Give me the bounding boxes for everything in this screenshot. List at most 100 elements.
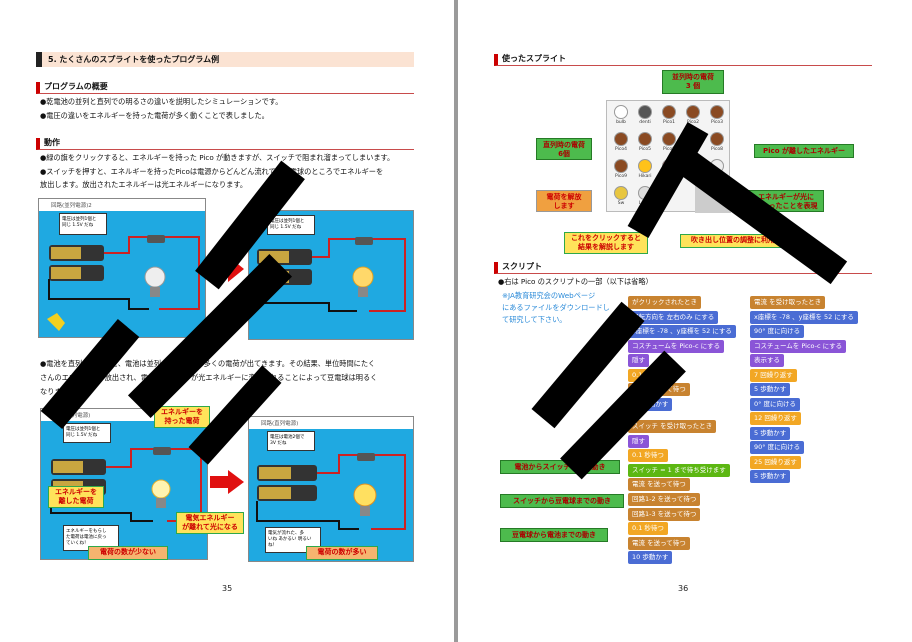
section-title: 5. たくさんのスプライトを使ったプログラム例 (36, 52, 414, 67)
script-block[interactable]: 25 回繰り返す (750, 455, 801, 469)
script-block[interactable]: x座標を -78 、y座標を 52 にする (750, 310, 858, 324)
script-block[interactable]: x座標を -78 、y座標を 52 にする (628, 325, 736, 338)
sprite-thumbnail[interactable]: Pico6 (658, 131, 680, 157)
heading-sprites: 使ったスプライト (494, 54, 872, 66)
script-block[interactable]: 電流 を受け取ったとき (750, 296, 826, 309)
sprite-label: Pico9 (615, 174, 627, 179)
sprite-thumbnail[interactable]: Pico1 (658, 104, 680, 130)
sprite-icon (614, 186, 628, 200)
script-block[interactable]: 回転方向を 左右のみ にする (628, 310, 719, 324)
action-line-2: ●スイッチを押すと、エネルギーを持ったPicoは電源からどんどん流れて、豆電球の… (40, 167, 384, 176)
heading-action: 動作 (36, 138, 414, 150)
script-block[interactable]: 電流 を送って待つ (628, 536, 690, 550)
page-left: 5. たくさんのスプライトを使ったプログラム例 プログラムの概要 ●乾電池の並列… (0, 0, 454, 642)
callout-released-charge: エネルギーを 離した電荷 (48, 486, 104, 508)
sprite-label: Pico1 (663, 120, 675, 125)
arrow-right-icon (210, 470, 244, 494)
page-number: 36 (678, 584, 689, 593)
sprite-label: Pico6 (663, 147, 675, 152)
sprite-icon (614, 132, 628, 146)
sprite-icon (710, 105, 724, 119)
script-block[interactable]: 12 回繰り返す (750, 412, 801, 425)
sprite-thumbnail[interactable]: Pico2 (682, 104, 704, 130)
mid-line-1: ●電池を直列につなぐと、電池は並列つなぎより、多くの電荷が出てきます。その結果、… (40, 359, 376, 368)
script-block[interactable]: スイッチ = 1 まで待ち受けます (628, 463, 730, 477)
heading-script: スクリプト (494, 262, 872, 274)
stage-title: 回路(直列電源) (249, 417, 413, 429)
callout-series-3: 並列時の電荷 3 個 (662, 70, 724, 94)
script-block[interactable]: 0.1 秒待つ (628, 522, 668, 536)
sprite-label: Pico4 (615, 147, 627, 152)
sprite-label: Pico3 (711, 120, 723, 125)
sprite-label: Pico5 (639, 147, 651, 152)
sprite-icon (638, 132, 652, 146)
script-block[interactable]: 90° 度に向ける (750, 325, 805, 338)
sprite-thumbnail[interactable]: denti (634, 104, 656, 130)
callout-release-charge: 電荷を解放 します (536, 190, 592, 212)
circuit-drawing (256, 453, 406, 530)
script-block[interactable]: 90° 度に向ける (750, 441, 805, 454)
sprite-label: Sw (617, 201, 625, 206)
sprite-icon (638, 159, 652, 173)
sprite-label: denti (639, 120, 651, 125)
stage-screenshot-parallel-off: 回路(並列電源)2 電圧は並列1個と 同じ 1.5V だね (38, 198, 206, 338)
action-line-1: ●緑の旗をクリックすると、エネルギーを持った Pico が動きますが、スイッチで… (40, 153, 395, 162)
action-line-3: 放出します。放出されたエネルギーは光エネルギーになります。 (40, 180, 248, 189)
sprite-thumbnail[interactable]: Pico8 (706, 131, 728, 157)
script-block[interactable]: 回路1-2 を送って待つ (628, 493, 701, 506)
sprite-icon (686, 105, 700, 119)
script-block[interactable]: がクリックされたとき (628, 296, 701, 309)
script-block[interactable]: 7 回繰り返す (750, 368, 797, 382)
callout-many-charges: 電荷の数が多い (306, 546, 378, 560)
sprite-label: bulb (616, 120, 626, 125)
callout-light: 電気エネルギー が離れて光になる (176, 512, 244, 534)
script-block[interactable]: 隠す (628, 434, 649, 448)
script-block[interactable]: 回路1-3 を送って待つ (628, 507, 701, 521)
script-note: ※JA教育研究会のWebページ にあるファイルをダウンロードし て研究して下さい… (502, 291, 610, 324)
sprite-icon (638, 105, 652, 119)
sprite-thumbnail[interactable]: Pico5 (634, 131, 656, 157)
stage-screenshot-parallel: 回路(並列電源) 電圧は並列1個と 同じ 1.5V だね エネルギーをもらし た… (40, 408, 208, 560)
speech-bubble: 電圧は並列1個と 同じ 1.5V だね (63, 423, 111, 443)
sprite-label: Pico2 (687, 120, 699, 125)
sprite-icon (662, 132, 676, 146)
callout-few-charges: 電荷の数が少ない (88, 546, 168, 560)
script-block[interactable]: 5 歩動かす (750, 383, 791, 396)
mid-line-2: さんのエネルギーが放出され、電気エネルギーが光エネルギーに変換されることによって… (40, 373, 378, 382)
callout-energy-charge: エネルギーを 持った電荷 (154, 406, 210, 428)
script-block[interactable]: スイッチ を受け取ったとき (628, 420, 717, 433)
sprite-thumbnail[interactable]: bulb (610, 104, 632, 130)
script-block[interactable]: 電流 を送って待つ (628, 478, 690, 492)
sprite-label: Pico8 (711, 147, 723, 152)
stage-title: 回路(並列電源)2 (39, 199, 205, 211)
sprite-thumbnail[interactable]: Pico9 (610, 158, 632, 184)
speech-bubble: 電圧は電池2個で 3V だね (267, 431, 315, 451)
callout-switch-bulb: スイッチから豆電球までの動き (500, 494, 624, 508)
script-block[interactable]: 10 歩動かす (628, 551, 673, 565)
speech-bubble: 電圧は並列1個と 同じ 1.5V だね (59, 213, 107, 235)
script-block[interactable]: コスチュームを Pico-c にする (750, 339, 847, 353)
sprite-icon (710, 132, 724, 146)
script-block[interactable]: 0° 度に向ける (750, 397, 800, 411)
script-block[interactable]: 0.1 秒待つ (628, 449, 668, 463)
sprite-thumbnail[interactable]: Pico4 (610, 131, 632, 157)
stage-screenshot-series: 回路(直列電源) 電圧は電池2個で 3V だね 電気が流れた、多 いね あかるい… (248, 416, 414, 562)
sprite-thumbnail[interactable]: Pico3 (706, 104, 728, 130)
script-block[interactable]: 5 歩動かす (750, 470, 791, 483)
page-number: 35 (222, 584, 233, 593)
sprite-thumbnail[interactable]: Sw (610, 185, 632, 211)
sprite-icon (662, 105, 676, 119)
script-block[interactable]: 隠す (628, 354, 649, 367)
callout-bubble-adjust: 吹き出し位置の調整に利用 (680, 234, 786, 248)
circuit-drawing (47, 235, 200, 331)
callout-pico-release: Pico が離したエネルギー (754, 144, 854, 158)
callout-parallel-6: 直列時の電荷 6個 (536, 138, 592, 160)
script-block[interactable]: コスチュームを Pico-c にする (628, 339, 725, 353)
sprite-label: Hikari (638, 174, 652, 179)
sprite-thumbnail[interactable]: Hikari (634, 158, 656, 184)
callout-click-explain: これをクリックすると 結果を解説します (564, 232, 648, 254)
script-block[interactable]: 5 歩動かす (750, 426, 791, 440)
script-block[interactable]: 表示する (750, 354, 784, 367)
callout-battery-switch: 電池からスイッチまでの動き (500, 460, 620, 474)
